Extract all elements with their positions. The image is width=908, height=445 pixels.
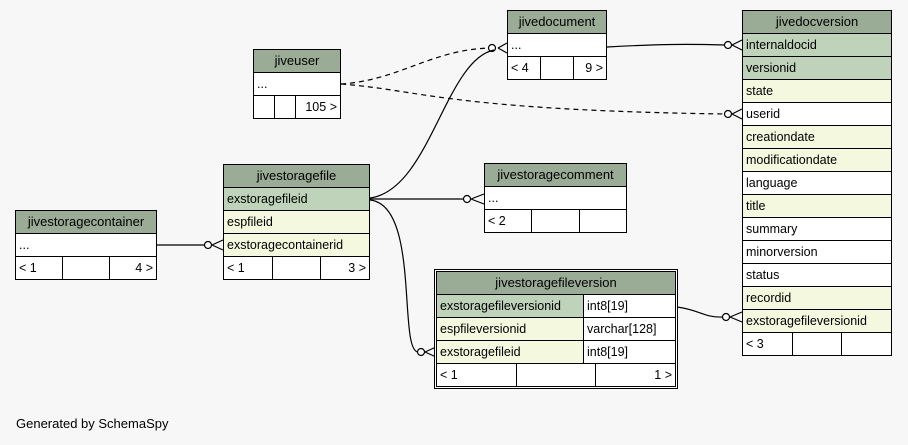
edge-jiveuser-jivedocument <box>340 47 491 85</box>
footer-parents <box>254 96 275 118</box>
column-title: title <box>743 195 891 217</box>
footer-children: 105 > <box>305 100 337 114</box>
footer-children <box>580 210 626 232</box>
table-jivedocversion[interactable]: jivedocversion internaldocid versionid s… <box>742 10 892 356</box>
crowfoot-marker <box>211 239 224 251</box>
footer-parents: < 3 <box>743 333 793 355</box>
footer-children: 9 > <box>585 61 603 75</box>
crowfoot-marker <box>729 311 743 323</box>
edge-jiveuser-jivedocversion <box>340 83 726 115</box>
column-espfileid: espfileid <box>224 211 369 233</box>
edge-jivestoragefile-jivestoragefileversion <box>369 199 419 353</box>
column-status: status <box>743 264 891 286</box>
edge-end-optional-marker <box>723 40 733 50</box>
column-userid: userid <box>743 103 891 125</box>
edge-end-optional-marker <box>723 109 733 119</box>
column-internaldocid: internaldocid <box>743 34 891 56</box>
column-exstoragefileid: exstoragefileid <box>224 188 369 210</box>
edge-end-optional-marker <box>416 347 426 357</box>
table-jivestoragecomment[interactable]: jivestoragecomment ... < 2 <box>484 163 627 233</box>
table-jivedocument[interactable]: jivedocument ... < 4 9 > <box>507 10 607 80</box>
column-type: varchar[128] <box>584 318 675 340</box>
table-header: jiveuser <box>254 50 340 73</box>
table-header: jivedocversion <box>743 11 891 34</box>
table-jivestoragefile[interactable]: jivestoragefile exstoragefileid espfilei… <box>223 164 370 280</box>
column-exstoragefileversionid: exstoragefileversionid <box>743 310 891 332</box>
crowfoot-marker <box>497 42 508 54</box>
crowfoot-marker <box>731 108 743 120</box>
crowfoot-marker <box>731 39 743 51</box>
column-ellipsis: ... <box>254 73 340 95</box>
edge-end-optional-marker <box>203 240 213 250</box>
footer-columns <box>63 257 110 279</box>
footer-children: 3 > <box>348 261 367 275</box>
column-exstoragecontainerid: exstoragecontainerid <box>224 234 369 256</box>
edge-end-optional-marker <box>721 312 731 322</box>
footer-columns <box>541 57 574 79</box>
column-exstoragefileversionid: exstoragefileversionid <box>437 295 584 317</box>
footer-columns <box>275 96 296 118</box>
footer-columns <box>273 257 322 279</box>
column-creationdate: creationdate <box>743 126 891 148</box>
column-minorversion: minorversion <box>743 241 891 263</box>
edge-jivestoragefile-jivedocument <box>369 49 495 199</box>
footer-children <box>842 333 891 355</box>
column-ellipsis: ... <box>16 234 156 256</box>
table-jivestoragefileversion[interactable]: jivestoragefileversion exstoragefilevers… <box>434 269 678 389</box>
table-header: jivestoragefileversion <box>437 272 675 295</box>
column-exstoragefileid: exstoragefileid <box>437 341 584 363</box>
footer-columns <box>517 364 597 386</box>
edge-end-optional-marker <box>462 194 472 204</box>
table-jiveuser[interactable]: jiveuser ... 105 > <box>253 49 341 119</box>
table-header: jivedocument <box>508 11 606 34</box>
column-type: int8[19] <box>584 341 675 363</box>
table-header: jivestoragefile <box>224 165 369 188</box>
column-summary: summary <box>743 218 891 240</box>
table-jivestoragecontainer[interactable]: jivestoragecontainer ... < 1 4 > <box>15 210 157 280</box>
footer-columns <box>532 210 580 232</box>
column-type: int8[19] <box>584 295 675 317</box>
footer-parents: < 2 <box>485 210 533 232</box>
column-espfileversionid: espfileversionid <box>437 318 584 340</box>
column-ellipsis: ... <box>485 187 626 209</box>
table-header: jivestoragecontainer <box>16 211 156 234</box>
edge-jivestoragefileversion-jivedocversion <box>676 306 724 318</box>
footer-children: 1 > <box>654 368 673 382</box>
crowfoot-marker <box>470 193 485 205</box>
column-state: state <box>743 80 891 102</box>
generated-by-footer: Generated by SchemaSpy <box>16 416 169 431</box>
column-recordid: recordid <box>743 287 891 309</box>
table-header: jivestoragecomment <box>485 164 626 187</box>
footer-parents: < 1 <box>16 257 63 279</box>
column-language: language <box>743 172 891 194</box>
column-ellipsis: ... <box>508 34 606 56</box>
footer-parents: < 1 <box>437 364 517 386</box>
footer-parents: < 4 <box>508 57 541 79</box>
footer-columns <box>793 333 843 355</box>
column-modificationdate: modificationdate <box>743 149 891 171</box>
column-versionid: versionid <box>743 57 891 79</box>
footer-children: 4 > <box>135 261 153 275</box>
edge-jivedocument-jivedocversion <box>606 43 726 48</box>
footer-parents: < 1 <box>224 257 273 279</box>
